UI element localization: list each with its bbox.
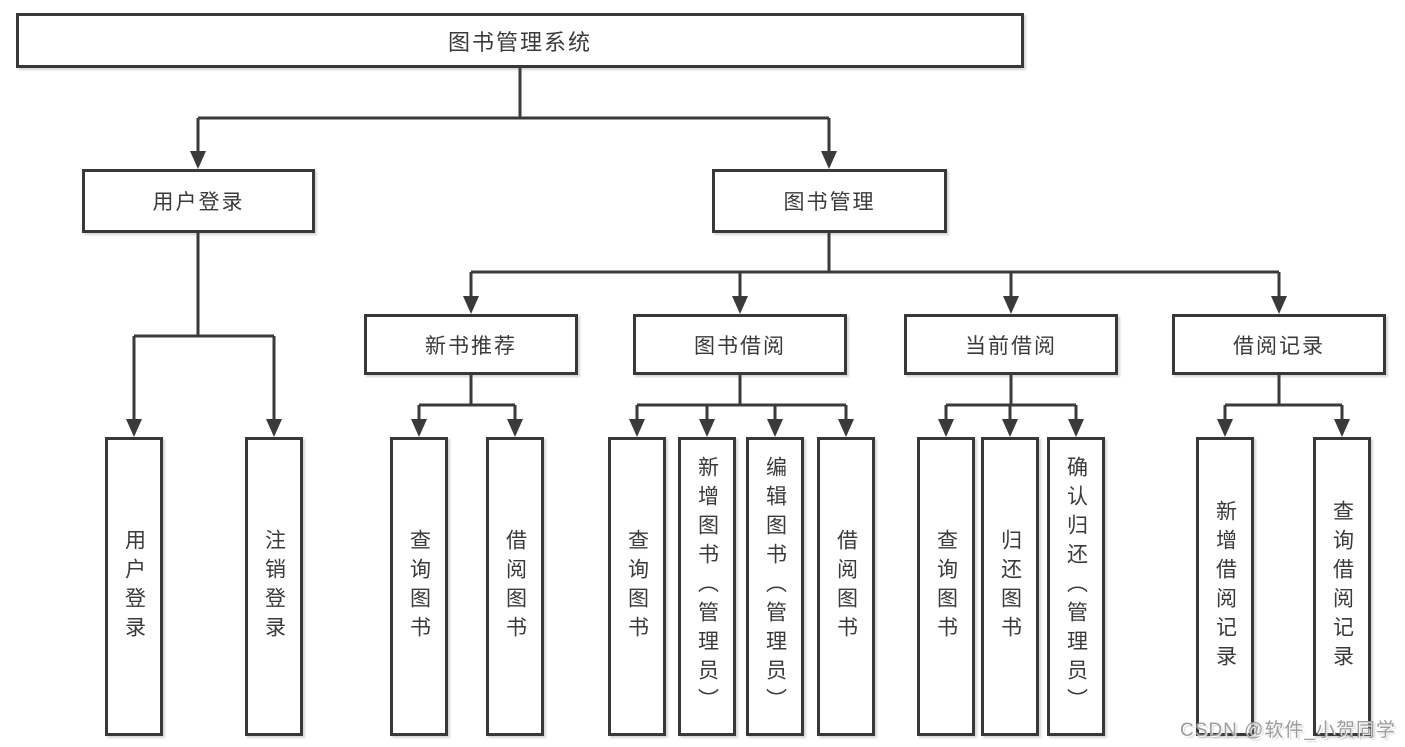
node-book-borrowing: 图书借阅 bbox=[633, 314, 847, 375]
node-book-management: 图书管理 bbox=[712, 169, 947, 233]
leaf-confirm-return-admin: 确认归还（管理员） bbox=[1047, 437, 1105, 736]
connector-root-to-level2 bbox=[196, 68, 831, 153]
leaf-edit-book-admin: 编辑图书（管理员） bbox=[746, 437, 804, 736]
leaf-query-books-current: 查询图书 bbox=[917, 437, 975, 736]
leaf-label: 归还图书 bbox=[998, 528, 1022, 645]
node-label: 图书管理 bbox=[783, 191, 876, 214]
leaf-label: 确认归还（管理员） bbox=[1064, 456, 1088, 717]
leaf-label: 用户登录 bbox=[122, 528, 146, 645]
leaf-logout-login: 注销登录 bbox=[245, 437, 303, 736]
leaf-label: 借阅图书 bbox=[503, 528, 527, 645]
leaf-label: 借阅图书 bbox=[834, 528, 858, 645]
leaf-query-books-borrowing: 查询图书 bbox=[608, 437, 666, 736]
leaf-label: 注销登录 bbox=[262, 528, 286, 645]
leaf-query-books-newbook: 查询图书 bbox=[390, 437, 448, 736]
node-label: 用户登录 bbox=[152, 191, 245, 214]
leaf-user-login: 用户登录 bbox=[105, 437, 163, 736]
leaf-label: 新增图书（管理员） bbox=[695, 456, 719, 717]
node-current-borrowing: 当前借阅 bbox=[904, 314, 1118, 375]
leaf-label: 查询图书 bbox=[625, 528, 649, 645]
node-label: 图书管理系统 bbox=[447, 29, 592, 55]
csdn-watermark: CSDN @软件_小贺同学 bbox=[1180, 720, 1396, 741]
leaf-add-book-admin: 新增图书（管理员） bbox=[678, 437, 736, 736]
node-label: 借阅记录 bbox=[1233, 334, 1325, 358]
leaf-borrow-books-borrowing: 借阅图书 bbox=[817, 437, 875, 736]
leaf-borrow-books-newbook: 借阅图书 bbox=[486, 437, 544, 736]
leaf-label: 新增借阅记录 bbox=[1213, 499, 1237, 674]
connector-current-to-leaves bbox=[944, 375, 1078, 421]
connector-userlogin-to-leaves bbox=[132, 233, 276, 421]
arrowheads bbox=[126, 151, 1350, 437]
connector-borrowing-to-leaves bbox=[635, 375, 848, 421]
node-label: 新书推荐 bbox=[425, 334, 517, 358]
connector-records-to-leaves bbox=[1223, 375, 1344, 421]
node-label: 当前借阅 bbox=[965, 334, 1057, 358]
leaf-label: 查询图书 bbox=[407, 528, 431, 645]
connector-newbook-to-leaves bbox=[417, 375, 517, 421]
node-label: 图书借阅 bbox=[694, 334, 786, 358]
leaf-add-borrow-record: 新增借阅记录 bbox=[1196, 437, 1254, 736]
node-borrowing-records: 借阅记录 bbox=[1172, 314, 1386, 375]
leaf-label: 查询图书 bbox=[934, 528, 958, 645]
node-library-management-system: 图书管理系统 bbox=[16, 13, 1024, 68]
leaf-label: 查询借阅记录 bbox=[1330, 499, 1354, 674]
connector-bookmgmt-to-level3 bbox=[469, 233, 1281, 298]
node-new-book-recommendation: 新书推荐 bbox=[364, 314, 578, 375]
leaf-return-book: 归还图书 bbox=[981, 437, 1039, 736]
leaf-query-borrow-record: 查询借阅记录 bbox=[1313, 437, 1371, 736]
node-user-login: 用户登录 bbox=[82, 169, 315, 233]
leaf-label: 编辑图书（管理员） bbox=[763, 456, 787, 717]
